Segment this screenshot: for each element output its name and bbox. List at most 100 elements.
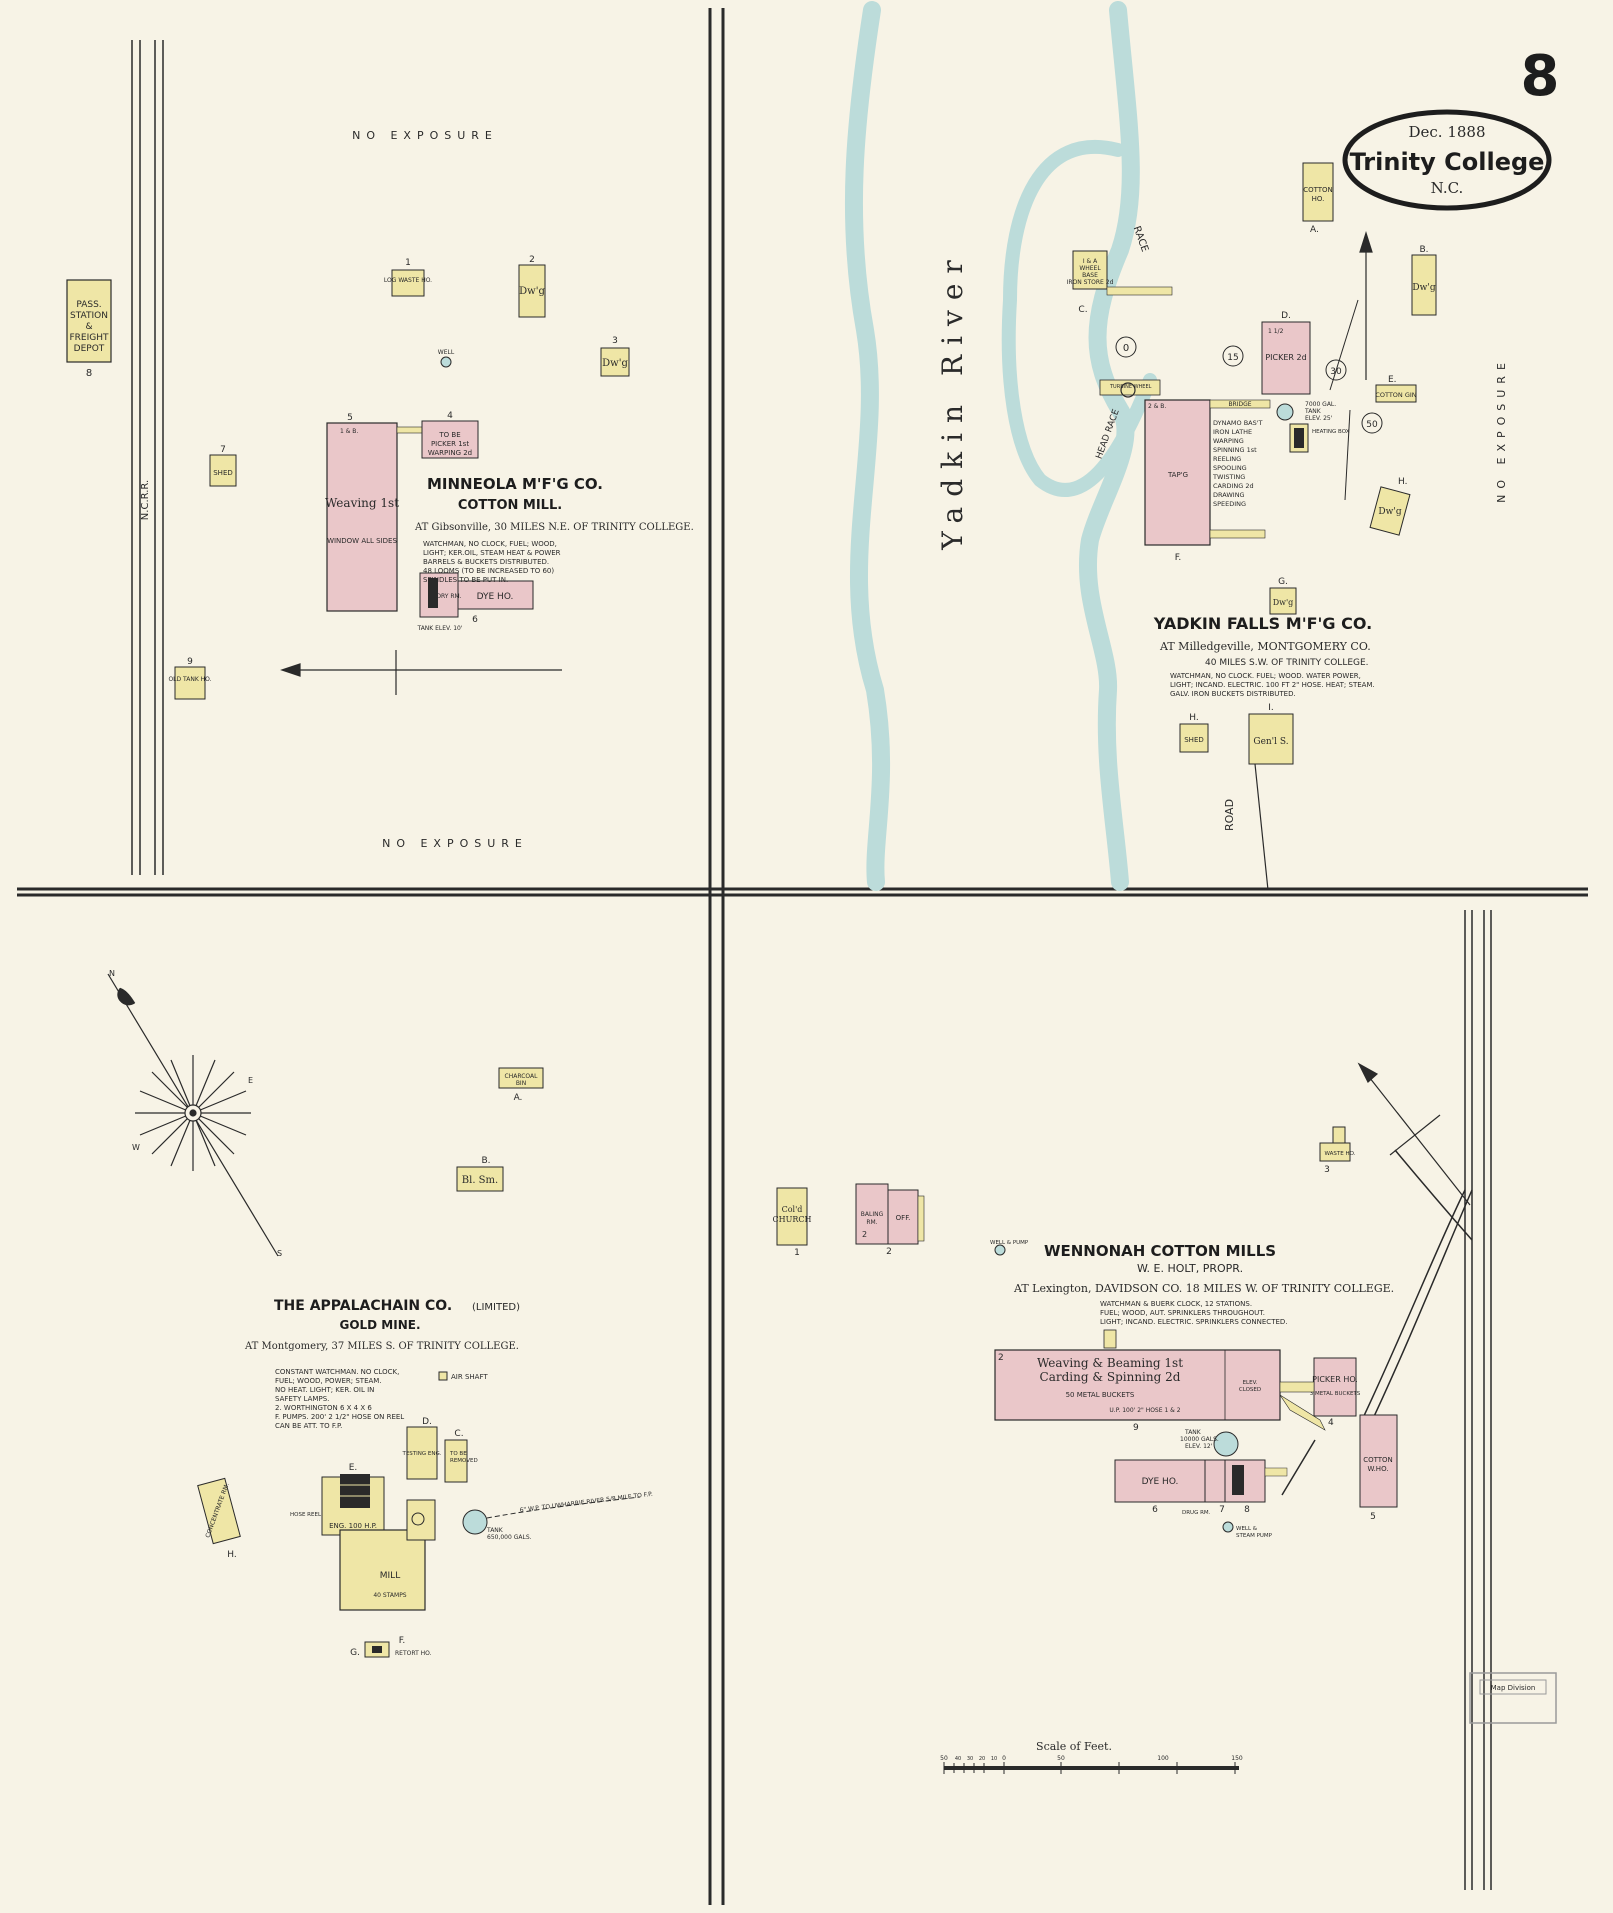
- chimney-base: [1264, 1467, 1288, 1477]
- weaving-window-label: WINDOW ALL SIDES: [327, 537, 397, 545]
- picker-house-label: PICKER HO.: [1312, 1375, 1358, 1384]
- main-hose: U.P. 100' 2" HOSE 1 & 2: [1109, 1407, 1180, 1414]
- building-cotton-gin: [1375, 384, 1417, 403]
- scale-tick-label: 100: [1157, 1755, 1169, 1762]
- building-testing: [406, 1426, 438, 1480]
- well-label: WELL: [438, 349, 455, 356]
- north-arrow-icon: [1357, 1062, 1471, 1206]
- cartouche-place: Trinity College: [1350, 148, 1545, 176]
- building-office: [887, 1189, 919, 1245]
- scale-tick-label: 150: [1231, 1755, 1243, 1762]
- drug-room-label: DRUG RM.: [1182, 1510, 1211, 1516]
- elev-label: ELEV.CLOSED: [1239, 1380, 1261, 1393]
- main-floor-2: Carding & Spinning 2d: [1040, 1370, 1181, 1384]
- north-arrow-icon: [280, 650, 562, 695]
- operation: WARPING: [1213, 437, 1244, 445]
- note-line: 2. WORTHINGTON 6 X 4 X 6: [275, 1404, 372, 1412]
- picker-d-floors: 1 1/2: [1268, 328, 1284, 335]
- charcoal-letter: A.: [514, 1093, 523, 1103]
- building-shed: [209, 454, 237, 487]
- railroad-tracks: [1361, 910, 1492, 1890]
- scale-tick-label: 50: [1057, 1755, 1065, 1762]
- dwg3-number: 3: [612, 336, 618, 346]
- wheel-base-letter: C.: [1078, 305, 1087, 315]
- dwg2-label: Dw'g: [519, 286, 545, 297]
- building-log-waste: [391, 269, 425, 297]
- waste-annex: [1332, 1126, 1346, 1144]
- note-line: LIGHT; INCAND. ELECTRIC. SPRINKLERS CONN…: [1100, 1318, 1288, 1326]
- turbine-wheel-icon: [1120, 382, 1136, 398]
- building-shed-h: [1179, 723, 1209, 753]
- depot-number: 8: [86, 368, 92, 379]
- compass-rose-icon: [107, 973, 279, 1257]
- note-line: FUEL; WOOD, POWER; STEAM.: [275, 1377, 382, 1385]
- operation: TWISTING: [1212, 473, 1245, 481]
- log-waste-label: LOG WASTE HO.: [384, 277, 432, 284]
- building-dwg-3: [600, 347, 630, 377]
- dwg3-label: Dw'g: [602, 358, 628, 369]
- main-number-9: 9: [1133, 1423, 1139, 1433]
- mill-label: MILL: [380, 1571, 400, 1581]
- operation: IRON LATHE: [1213, 428, 1252, 436]
- picker-d-label: PICKER 2d: [1265, 353, 1306, 362]
- building-blacksmith: [456, 1166, 504, 1192]
- wennonah-location: AT Lexington, DAVIDSON CO. 18 MILES W. O…: [1013, 1282, 1394, 1295]
- log-waste-number: 1: [405, 258, 411, 268]
- tank-label: TANK ELEV. 10': [417, 625, 463, 632]
- turbine-label: TURBINE WHEEL: [1109, 384, 1152, 390]
- compass-e: E: [248, 1076, 253, 1085]
- baling-group-number: 2: [886, 1247, 892, 1257]
- operation: SPOOLING: [1213, 464, 1247, 472]
- bridge-1: [1209, 399, 1271, 409]
- boiler-icon: [428, 578, 438, 608]
- wheel-icon: [411, 1512, 425, 1526]
- note-line: WATCHMAN, NO CLOCK, FUEL; WOOD,: [423, 540, 557, 548]
- dye-house-number: 6: [1152, 1505, 1158, 1515]
- building-baling: [855, 1183, 889, 1245]
- shed-label: SHED: [213, 469, 233, 477]
- building-dwg-2: [518, 264, 546, 318]
- road-label: ROAD: [1223, 799, 1236, 831]
- note-line: F. PUMPS. 200' 2 1/2" HOSE ON REEL: [275, 1413, 404, 1421]
- picker-house-buckets: 3 METAL BUCKETS: [1310, 1391, 1361, 1397]
- building-to-be-removed: [444, 1439, 468, 1483]
- scale-rule: [944, 1766, 1239, 1770]
- main-mill-corner: 2 & B.: [1148, 403, 1166, 410]
- baling-number: 2: [862, 1230, 867, 1239]
- building-picker-d: [1261, 321, 1311, 395]
- boiler-icon: [1232, 1465, 1244, 1495]
- building-dry-room: [419, 572, 459, 618]
- scale-title: Scale of Feet.: [1036, 1740, 1112, 1753]
- cotton-house-letter: A.: [1310, 225, 1319, 235]
- main-floor-1: Weaving & Beaming 1st: [1037, 1356, 1183, 1370]
- note-line: FUEL; WOOD, AUT. SPRINKLERS THROUGHOUT.: [1100, 1309, 1265, 1317]
- air-shaft-label: AIR SHAFT: [451, 1373, 488, 1381]
- building-picker: [421, 420, 479, 459]
- note-line: LIGHT; INCAND. ELECTRIC. 100 FT 2" HOSE.…: [1170, 681, 1375, 689]
- retort-letter: G.: [350, 1648, 360, 1658]
- picker-number: 4: [447, 411, 453, 421]
- scale-bar: Scale of Feet. 50 40 30 20 10 0 50 100 1…: [940, 1740, 1243, 1774]
- main-mill-letter: F.: [1175, 553, 1182, 563]
- general-store-label: Gen'l S.: [1253, 737, 1288, 747]
- operations-list: DYNAMO BAS'T IRON LATHE WARPING SPINNING…: [1212, 419, 1263, 508]
- exposure-right: NO EXPOSURE: [1495, 357, 1508, 503]
- wennonah-proprietor: W. E. HOLT, PROPR.: [1137, 1262, 1243, 1275]
- boilers-icon: [340, 1474, 370, 1508]
- path-line: [1329, 299, 1359, 391]
- dye-number: 6: [472, 615, 478, 625]
- church-number: 1: [794, 1248, 800, 1258]
- building-wheel-base: [1072, 250, 1108, 290]
- minneola-title: MINNEOLA M'F'G CO.: [427, 475, 603, 493]
- operation: REELING: [1213, 455, 1241, 463]
- building-cotton-house: [1302, 162, 1334, 222]
- steam-pump-icon: [1222, 1521, 1234, 1533]
- note-line: BARRELS & BUCKETS DISTRIBUTED.: [423, 558, 549, 566]
- compass-n: N: [109, 969, 115, 978]
- testing-letter: D.: [422, 1417, 432, 1427]
